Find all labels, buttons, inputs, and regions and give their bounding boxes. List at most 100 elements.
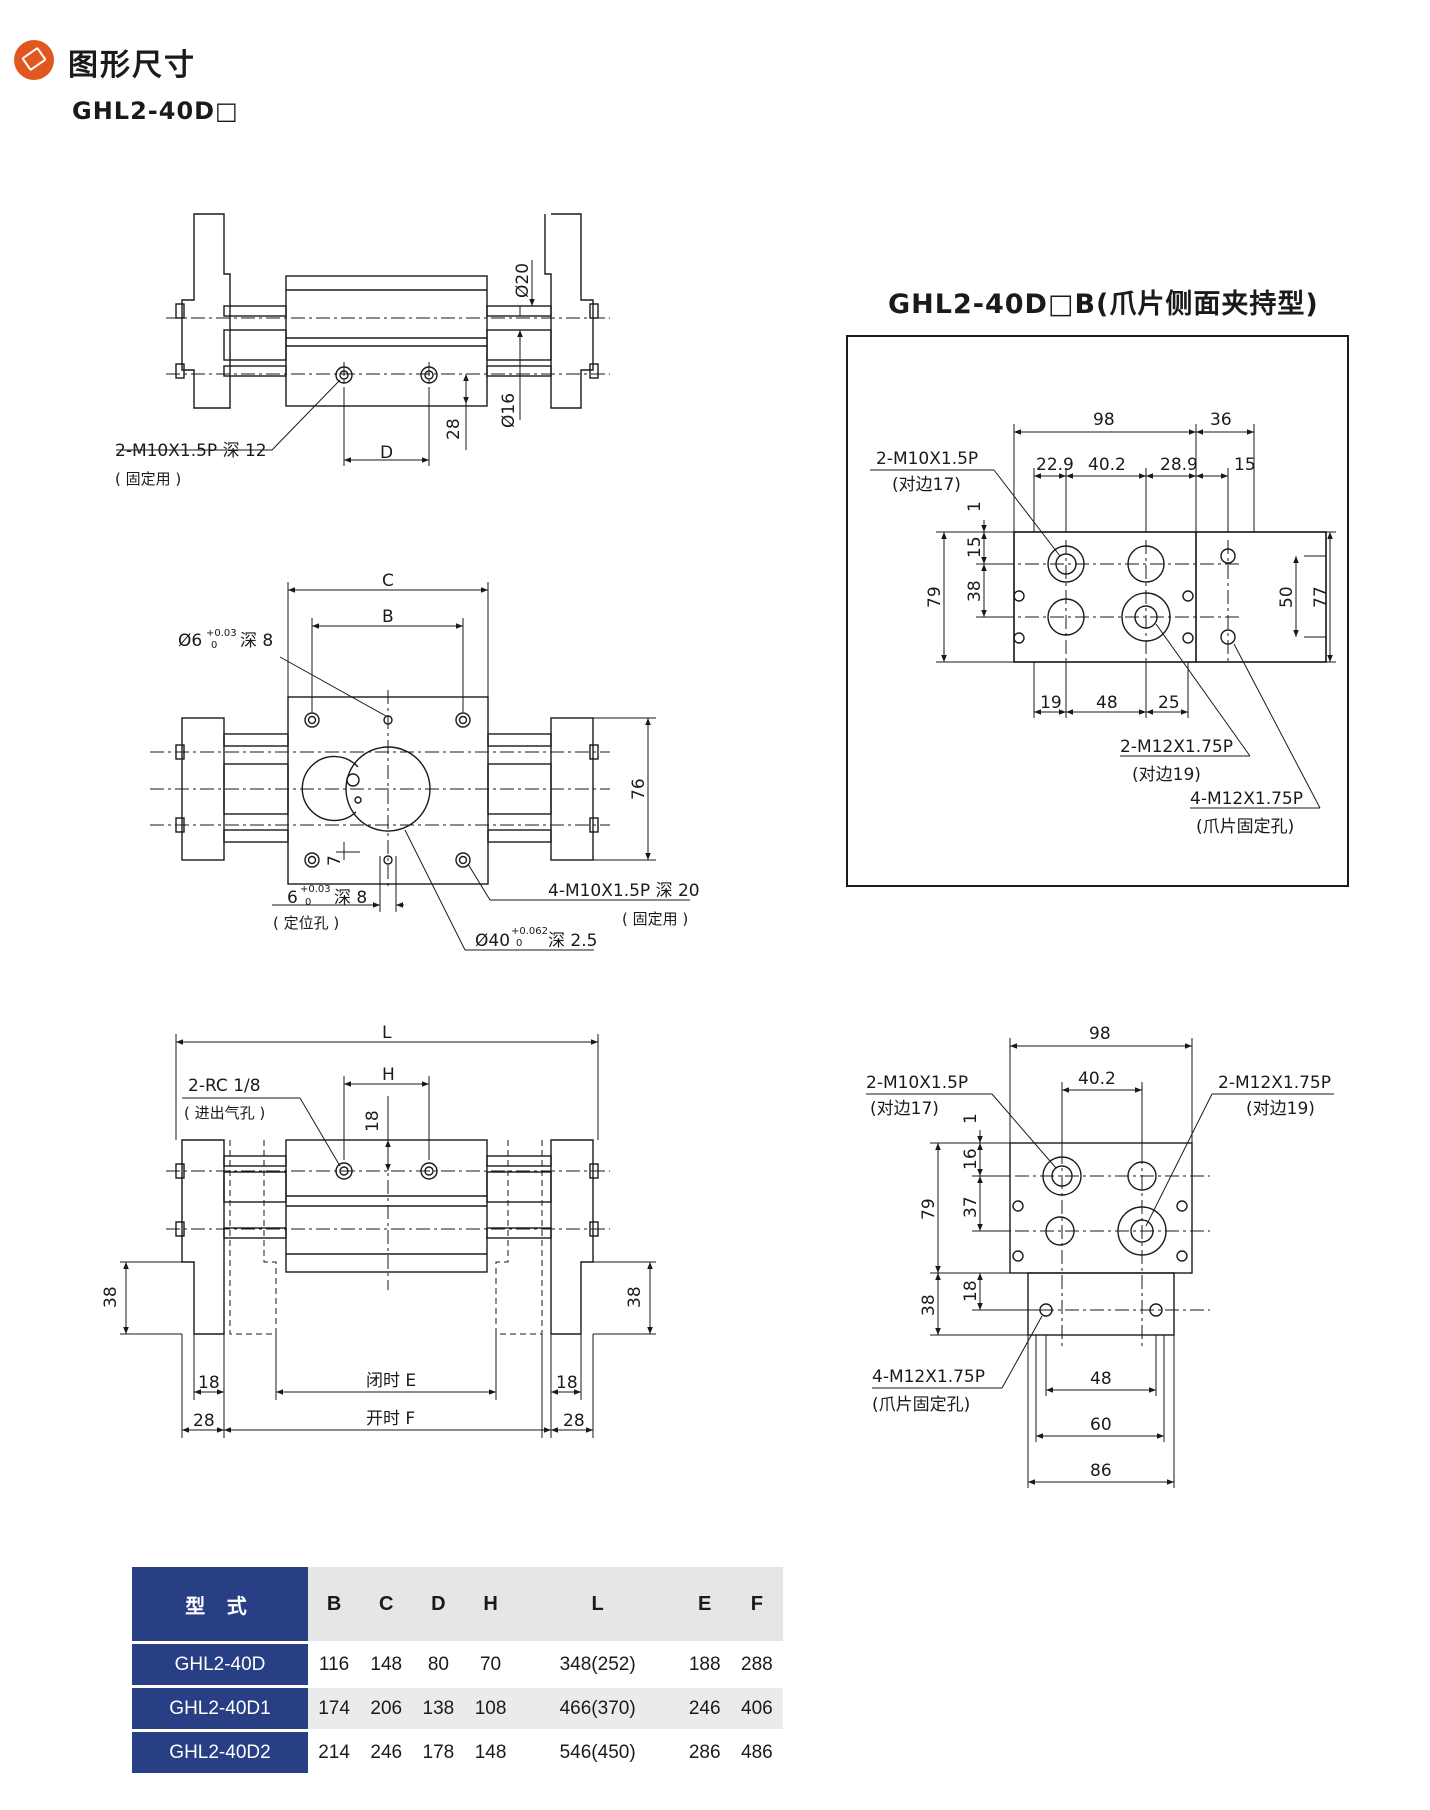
table-row: GHL2-40D 116 148 80 70 348(252) 188 288 xyxy=(132,1641,783,1687)
callout-m12b: 4-M12X1.75P xyxy=(1190,789,1303,809)
b-type-front-view xyxy=(866,1038,1334,1488)
dim-phi20: Ø20 xyxy=(513,263,533,298)
dim-15: 15 xyxy=(965,536,985,558)
callout-m10-note: (对边17) xyxy=(870,1099,939,1119)
dim-36: 36 xyxy=(1210,410,1232,430)
dim-38: 38 xyxy=(919,1294,939,1316)
page-title: 图形尺寸 xyxy=(68,48,196,83)
dim-98: 98 xyxy=(1093,410,1115,430)
callout-m12: 2-M12X1.75P xyxy=(1218,1073,1331,1093)
dim-28: 28 xyxy=(444,418,464,440)
bore-main: Ø40 xyxy=(475,931,510,951)
table-row: GHL2-40D1 174 206 138 108 466(370) 246 4… xyxy=(132,1685,783,1731)
dim-76: 76 xyxy=(629,778,649,800)
dim-16: 16 xyxy=(961,1148,981,1170)
b-type-front-labels: 98 40.2 2-M10X1.5P (对边17) 2-M12X1.75P (对… xyxy=(866,1024,1331,1481)
cell-e: 246 xyxy=(678,1685,731,1731)
model-title: GHL2-40D□ xyxy=(72,97,239,125)
dim-98: 98 xyxy=(1089,1024,1111,1044)
dim-h: H xyxy=(382,1065,395,1085)
pos-hole-tol-up: +0.03 xyxy=(300,884,331,895)
dim-19: 19 xyxy=(1040,693,1062,713)
dim-22-9: 22.9 xyxy=(1036,455,1074,475)
dim-79: 79 xyxy=(919,1198,939,1220)
cell-h: 148 xyxy=(464,1729,517,1773)
rc-callout: 2-RC 1/8 xyxy=(188,1076,261,1096)
callout-m12-note: (对边19) xyxy=(1246,1099,1315,1119)
dim-18-left: 18 xyxy=(198,1373,220,1393)
dim-c: C xyxy=(382,571,394,591)
callout-m12: 2-M12X1.75P xyxy=(1120,737,1233,757)
col-header-b: B xyxy=(308,1567,361,1643)
bore-depth: 深 2.5 xyxy=(548,931,597,951)
dim-77: 77 xyxy=(1311,586,1331,608)
dim-60: 60 xyxy=(1090,1415,1112,1435)
cell-f: 406 xyxy=(730,1685,783,1731)
top-view xyxy=(150,582,690,951)
cell-f: 288 xyxy=(730,1641,783,1687)
callout-m12b: 4-M12X1.75P xyxy=(872,1367,985,1387)
dim-1: 1 xyxy=(965,501,985,512)
cell-b: 116 xyxy=(308,1641,361,1687)
cell-f: 486 xyxy=(730,1729,783,1773)
cell-d: 138 xyxy=(412,1685,465,1731)
dim-48: 48 xyxy=(1090,1369,1112,1389)
cell-model: GHL2-40D1 xyxy=(132,1685,308,1731)
cell-h: 70 xyxy=(464,1641,517,1687)
pin-hole-tol-up: +0.03 xyxy=(206,628,237,639)
pos-hole-tol-dn: 0 xyxy=(305,897,311,908)
cell-b: 174 xyxy=(308,1685,361,1731)
cell-e: 286 xyxy=(678,1729,731,1773)
ports-callout: 2-M10X1.5P 深 12 xyxy=(115,441,267,461)
cell-d: 178 xyxy=(412,1729,465,1773)
b-type-top-view xyxy=(870,424,1336,809)
b-type-top-labels: 98 36 22.9 40.2 28.9 15 2-M10X1.5P (对边17… xyxy=(876,410,1331,837)
col-header-model: 型 式 xyxy=(132,1567,308,1643)
top-view-labels: C B Ø6 +0.03 0 深 8 76 7 6 +0.03 0 深 8 ( … xyxy=(178,571,700,951)
callout-m10-note: (对边17) xyxy=(892,475,961,495)
bore-tol-up: +0.062 xyxy=(511,926,548,937)
callout-m10: 2-M10X1.5P xyxy=(866,1073,968,1093)
pin-hole-depth: 深 8 xyxy=(240,631,273,651)
pos-hole-main: 6 xyxy=(287,888,298,908)
pos-hole-depth: 深 8 xyxy=(334,888,367,908)
dim-l: L xyxy=(382,1023,392,1043)
dim-b: B xyxy=(382,607,394,627)
bore-tol-dn: 0 xyxy=(516,938,522,949)
dim-28-9: 28.9 xyxy=(1160,455,1198,475)
front-view xyxy=(116,213,610,466)
mount-callout: 4-M10X1.5P 深 20 xyxy=(548,881,700,901)
side-view-labels: L H 2-RC 1/8 ( 进出气孔 ) 18 38 38 18 18 闭时 … xyxy=(101,1023,645,1431)
dim-86: 86 xyxy=(1090,1461,1112,1481)
cell-c: 148 xyxy=(360,1641,413,1687)
dim-phi16: Ø16 xyxy=(499,393,519,428)
pin-hole-tol-dn: 0 xyxy=(211,640,217,651)
callout-m12b-note: (爪片固定孔) xyxy=(1196,817,1294,837)
front-view-labels: 2-M10X1.5P 深 12 ( 固定用 ) D 28 Ø20 Ø16 xyxy=(115,263,533,488)
dim-50: 50 xyxy=(1277,586,1297,608)
open-f: 开时 F xyxy=(366,1409,415,1429)
cell-h: 108 xyxy=(464,1685,517,1731)
side-view xyxy=(120,1034,656,1438)
dim-18: 18 xyxy=(961,1280,981,1302)
pin-hole-main: Ø6 xyxy=(178,631,202,651)
dim-40-2: 40.2 xyxy=(1078,1069,1116,1089)
dim-1: 1 xyxy=(961,1113,981,1124)
dim-48: 48 xyxy=(1096,693,1118,713)
dim-28-left: 28 xyxy=(193,1411,215,1431)
callout-m12-note: (对边19) xyxy=(1132,765,1201,785)
ports-note: ( 固定用 ) xyxy=(115,470,181,488)
dim-28-right: 28 xyxy=(563,1411,585,1431)
callout-m10: 2-M10X1.5P xyxy=(876,449,978,469)
cell-c: 246 xyxy=(360,1729,413,1773)
col-header-l: L xyxy=(516,1567,679,1643)
cell-c: 206 xyxy=(360,1685,413,1731)
cell-l: 348(252) xyxy=(516,1641,679,1687)
b-type-frame xyxy=(846,335,1349,887)
dim-38-right: 38 xyxy=(625,1286,645,1308)
dim-15-right: 15 xyxy=(1234,455,1256,475)
table-row: GHL2-40D2 214 246 178 148 546(450) 286 4… xyxy=(132,1729,783,1773)
ruler-icon xyxy=(14,40,54,80)
cell-model: GHL2-40D xyxy=(132,1641,308,1687)
col-header-c: C xyxy=(360,1567,413,1643)
